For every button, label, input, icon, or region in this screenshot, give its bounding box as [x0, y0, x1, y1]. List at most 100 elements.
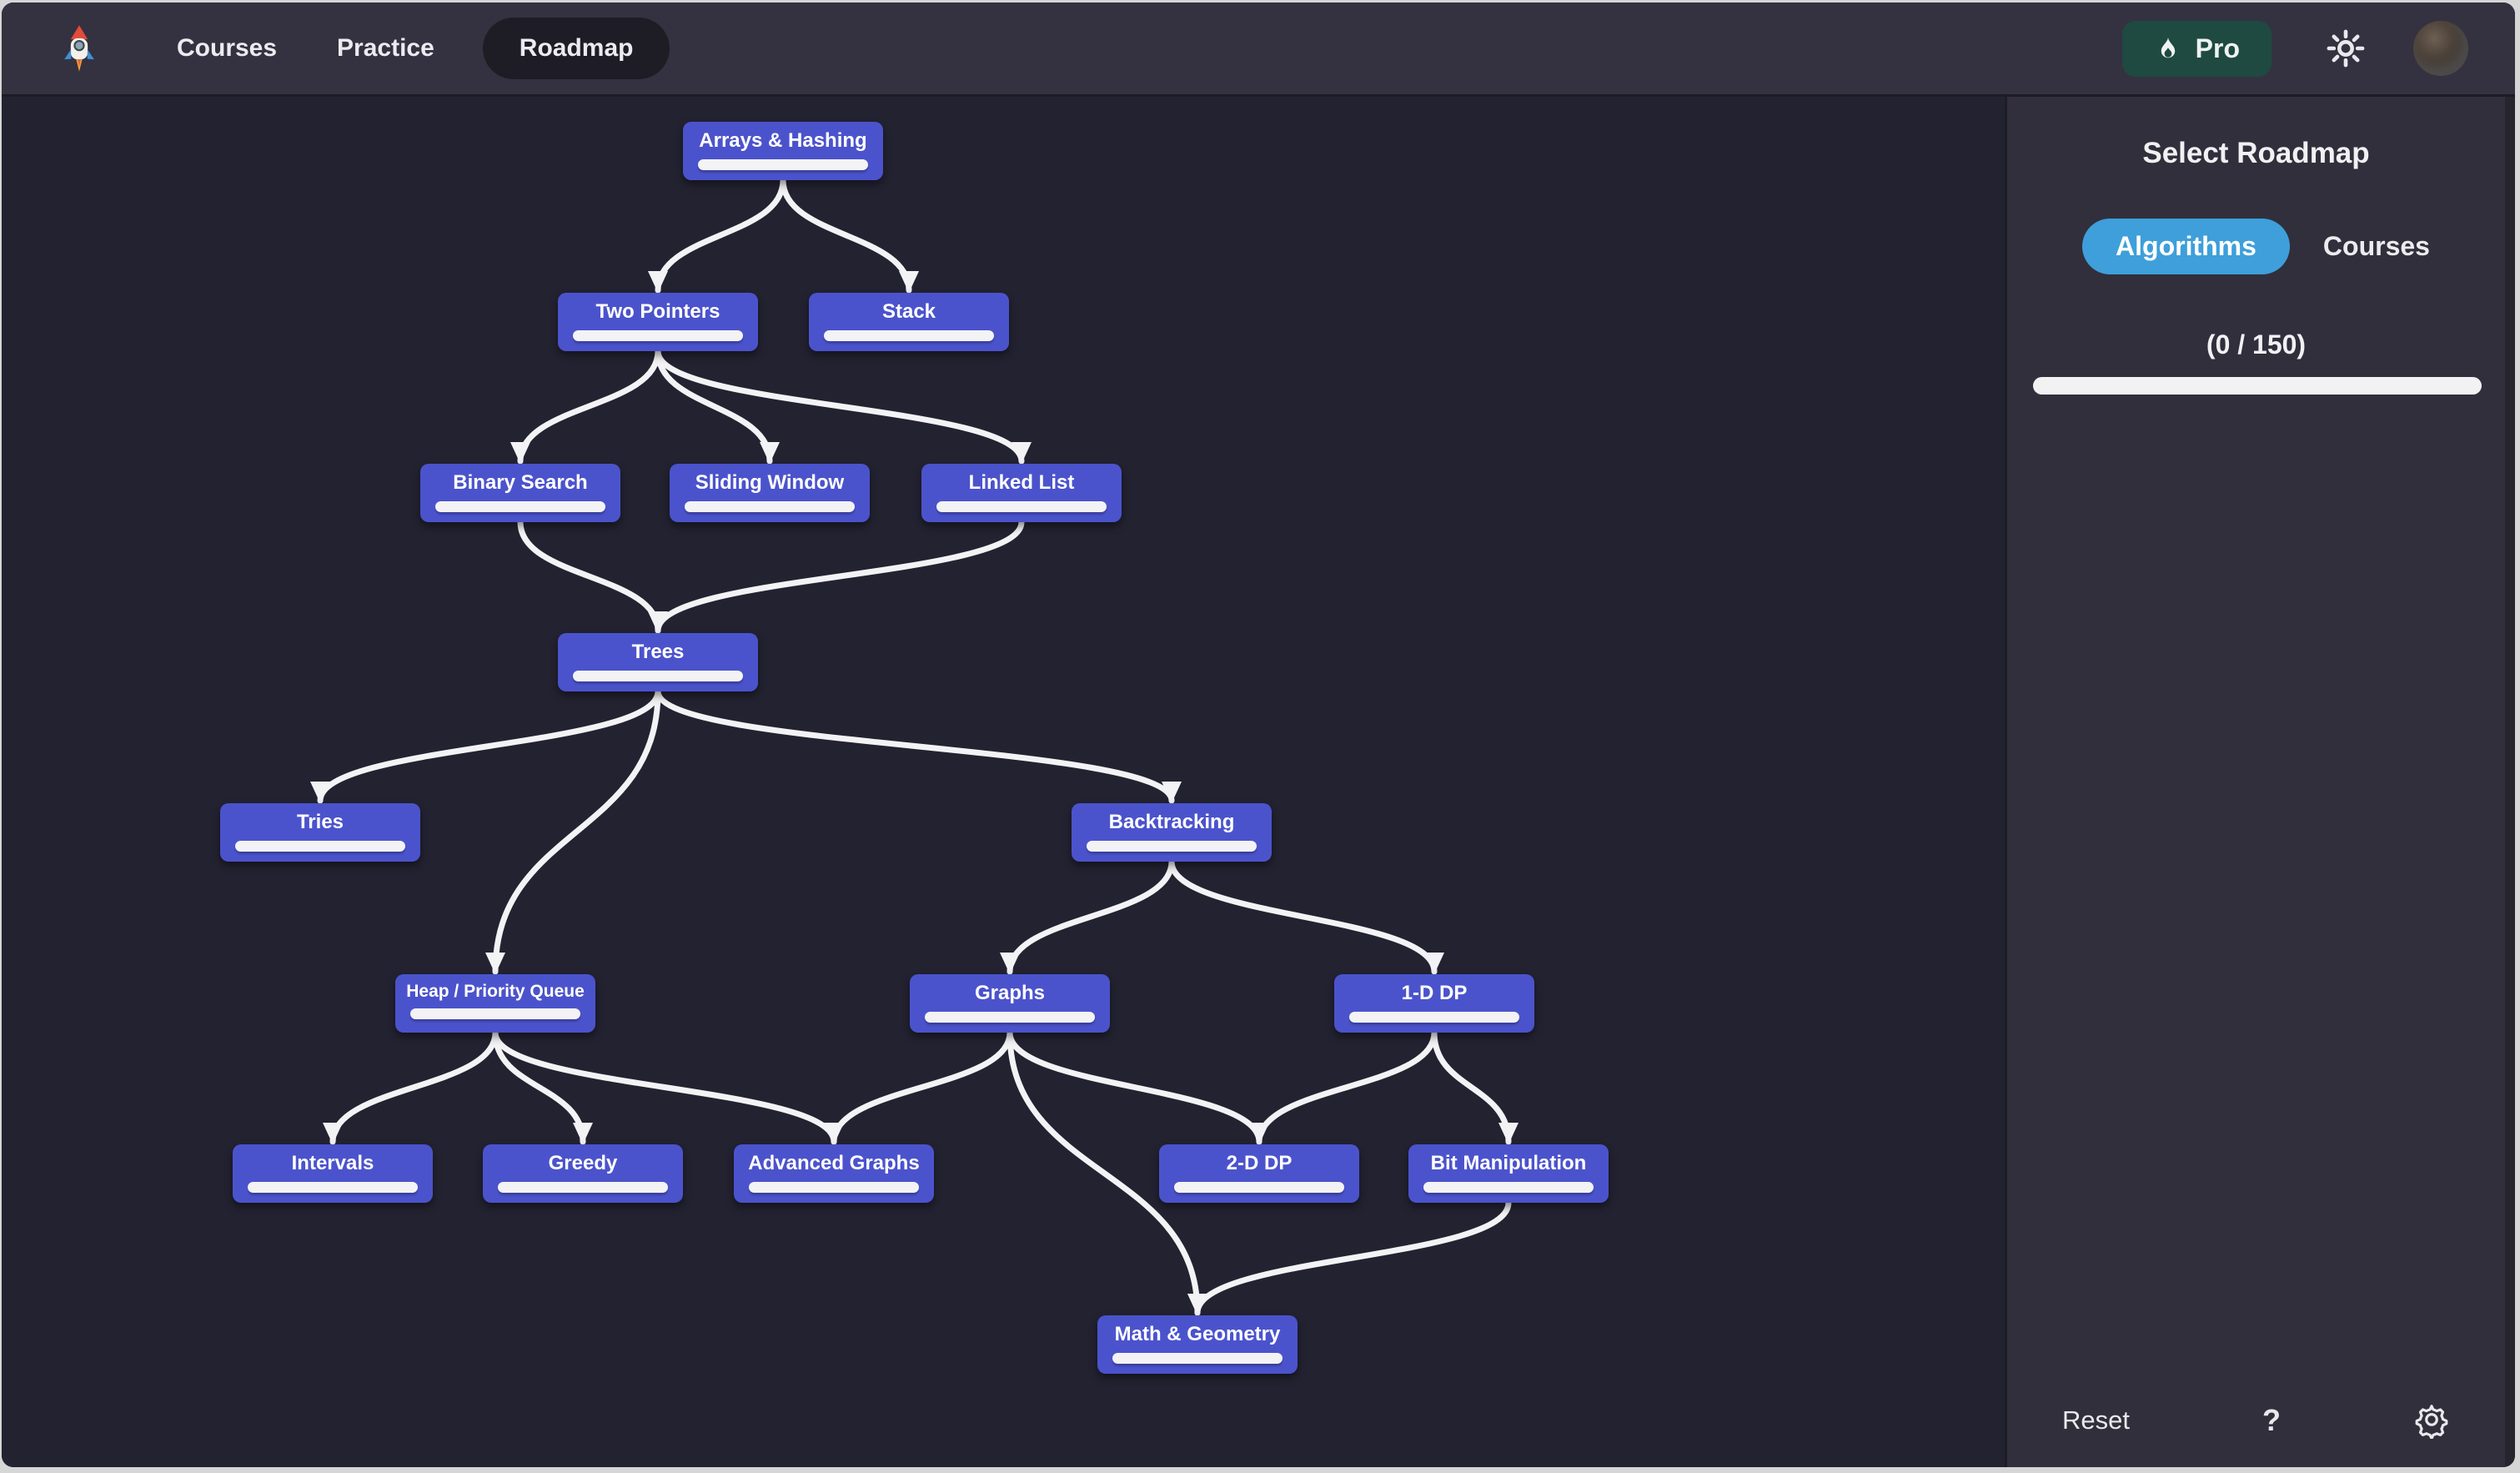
edge-heap-pq-to-intervals [323, 1029, 499, 1145]
node-graphs[interactable]: Graphs [910, 974, 1110, 1033]
user-avatar[interactable] [2413, 21, 2468, 76]
node-binary-search[interactable]: Binary Search [420, 464, 620, 522]
node-progress-bar [1423, 1182, 1594, 1193]
edge-linked-list-to-trees [648, 519, 1025, 634]
node-progress-bar [248, 1182, 418, 1193]
nav-item-practice[interactable]: Practice [337, 34, 434, 62]
node-progress-bar [573, 671, 743, 681]
sidebar-spacer [2007, 395, 2505, 1402]
node-progress-bar [1112, 1353, 1283, 1364]
node-label: Greedy [548, 1152, 618, 1174]
edge-heap-pq-to-greedy [492, 1029, 593, 1145]
gear-icon[interactable] [2413, 1402, 2450, 1440]
node-one-d-dp[interactable]: 1-D DP [1334, 974, 1534, 1033]
node-progress-bar [498, 1182, 668, 1193]
help-button[interactable]: ? [2261, 1403, 2281, 1437]
node-label: Sliding Window [695, 471, 845, 494]
node-advanced-graphs[interactable]: Advanced Graphs [734, 1144, 934, 1203]
node-label: Advanced Graphs [748, 1152, 920, 1174]
edge-binary-search-to-trees [517, 519, 668, 634]
node-label: Math & Geometry [1114, 1323, 1281, 1345]
node-trees[interactable]: Trees [558, 633, 758, 691]
flame-icon [2154, 34, 2182, 63]
node-progress-bar [698, 159, 868, 170]
node-math-geometry[interactable]: Math & Geometry [1097, 1315, 1298, 1374]
edge-graphs-to-advanced-graphs [824, 1029, 1013, 1145]
nav-item-roadmap-active[interactable]: Roadmap [482, 18, 670, 79]
node-label: Linked List [968, 471, 1075, 494]
node-progress-bar [573, 330, 743, 341]
sidebar-footer: Reset ? [2007, 1402, 2505, 1440]
node-label: 2-D DP [1226, 1152, 1293, 1174]
pro-button-label: Pro [2195, 33, 2240, 63]
node-stack[interactable]: Stack [809, 293, 1009, 351]
edge-trees-to-tries [310, 688, 661, 804]
edge-backtracking-to-graphs [1000, 858, 1175, 975]
app-window: Courses Practice Roadmap Pro [2, 3, 2515, 1467]
node-greedy[interactable]: Greedy [483, 1144, 683, 1203]
tab-courses[interactable]: Courses [2322, 231, 2430, 261]
node-progress-bar [1087, 841, 1257, 852]
sun-icon[interactable] [2327, 29, 2365, 68]
nav-item-courses[interactable]: Courses [177, 34, 278, 62]
edge-two-pointers-to-binary-search [510, 348, 661, 465]
edge-backtracking-to-one-d-dp [1168, 858, 1444, 975]
node-progress-bar [1174, 1182, 1344, 1193]
edge-arrays-hashing-to-stack [780, 177, 919, 294]
node-intervals[interactable]: Intervals [233, 1144, 433, 1203]
overall-progress-bar [2033, 377, 2482, 395]
pro-button[interactable]: Pro [2121, 20, 2272, 77]
node-heap-pq[interactable]: Heap / Priority Queue [395, 974, 595, 1033]
edge-one-d-dp-to-two-d-dp [1249, 1029, 1438, 1145]
node-tries[interactable]: Tries [220, 803, 420, 862]
roadmap-edges [310, 177, 1519, 1316]
scrollbar-gutter[interactable] [2505, 97, 2515, 1467]
node-arrays-hashing[interactable]: Arrays & Hashing [683, 122, 883, 180]
node-label: 1-D DP [1401, 982, 1468, 1004]
node-progress-bar [685, 501, 855, 512]
node-label: Graphs [974, 982, 1046, 1004]
edge-graphs-to-two-d-dp [1006, 1029, 1269, 1145]
node-progress-bar [1349, 1012, 1519, 1023]
sidebar-title: Select Roadmap [2142, 137, 2370, 169]
node-two-d-dp[interactable]: 2-D DP [1159, 1144, 1359, 1203]
node-label: Tries [296, 811, 344, 833]
node-bit-manipulation[interactable]: Bit Manipulation [1408, 1144, 1609, 1203]
edge-arrays-hashing-to-two-pointers [648, 177, 786, 294]
node-two-pointers[interactable]: Two Pointers [558, 293, 758, 351]
edge-two-pointers-to-linked-list [655, 348, 1032, 465]
node-progress-bar [925, 1012, 1095, 1023]
node-sliding-window[interactable]: Sliding Window [670, 464, 870, 522]
roadmap-type-toggle: Algorithms Courses [2007, 219, 2505, 274]
progress-count: (0 / 150) [2206, 329, 2307, 359]
roadmap-sidebar: Select Roadmap Algorithms Courses (0 / 1… [2005, 97, 2505, 1467]
edge-one-d-dp-to-bit-manipulation [1431, 1029, 1519, 1145]
node-progress-bar [824, 330, 994, 341]
node-progress-bar [410, 1008, 580, 1019]
node-progress-bar [936, 501, 1107, 512]
edge-graphs-to-math-geometry [1006, 1029, 1207, 1316]
node-progress-bar [235, 841, 405, 852]
node-progress-bar [435, 501, 605, 512]
rocket-icon[interactable] [55, 24, 103, 73]
edge-two-pointers-to-sliding-window [655, 348, 780, 465]
node-linked-list[interactable]: Linked List [921, 464, 1122, 522]
edge-trees-to-heap-pq [485, 688, 661, 975]
top-navbar: Courses Practice Roadmap Pro [2, 3, 2515, 97]
tab-algorithms[interactable]: Algorithms [2082, 219, 2290, 274]
edge-heap-pq-to-advanced-graphs [492, 1029, 844, 1145]
edge-trees-to-backtracking [655, 688, 1182, 804]
node-label: Intervals [291, 1152, 374, 1174]
node-label: Bit Manipulation [1430, 1152, 1587, 1174]
node-backtracking[interactable]: Backtracking [1072, 803, 1272, 862]
node-label: Heap / Priority Queue [406, 982, 585, 1001]
node-label: Arrays & Hashing [699, 129, 867, 152]
edge-bit-manipulation-to-math-geometry [1187, 1199, 1512, 1316]
node-label: Binary Search [453, 471, 588, 494]
node-label: Two Pointers [595, 300, 720, 323]
node-label: Backtracking [1108, 811, 1235, 833]
node-progress-bar [749, 1182, 919, 1193]
node-label: Trees [631, 641, 685, 663]
reset-button[interactable]: Reset [2062, 1405, 2130, 1435]
